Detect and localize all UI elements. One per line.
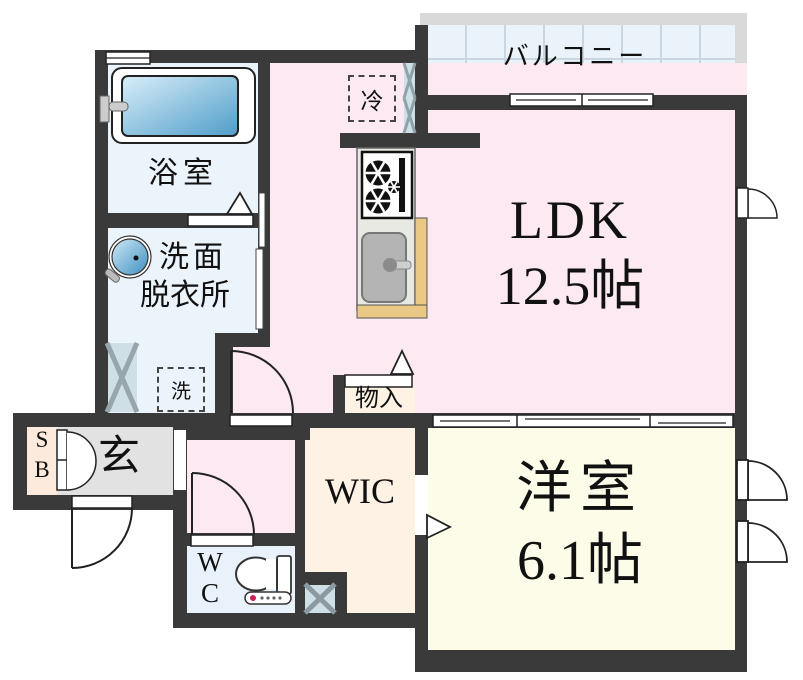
hall-floor [187, 427, 295, 533]
shoe-box-doors [56, 429, 97, 491]
entrance-label: 玄 [97, 434, 140, 480]
pipe-space-x-wic [303, 582, 337, 615]
wall-balcony-stub [415, 25, 428, 148]
shoe-box-label-line2: B [34, 457, 50, 482]
ldk-western-sliding-door [432, 414, 734, 428]
western-room-size: 6.1帖 [517, 530, 643, 592]
kitchen-sink-icon [361, 232, 412, 303]
wic-label: WIC [325, 471, 395, 511]
toilet-icon [235, 555, 292, 605]
washroom-label-line2: 脱衣所 [140, 279, 230, 312]
ldk-floor [270, 63, 747, 428]
wic-entry-arrow [426, 513, 453, 540]
stove-icon [360, 150, 414, 220]
ldk-label: LDK [510, 190, 630, 250]
wall-western-bottom [415, 650, 747, 672]
washbasin-icon [104, 235, 152, 283]
fridge-space: 冷 [348, 75, 396, 122]
pipe-space-x-washroom [104, 342, 140, 413]
wc-label-line1: W [197, 547, 223, 577]
wall-mid-bottom [173, 613, 428, 628]
storage-label: 物入 [355, 386, 403, 412]
bathroom-label: 浴室 [148, 157, 218, 190]
fridge-label: 冷 [360, 88, 384, 114]
western-room-floor [428, 428, 735, 650]
pipe-space-x-kitchen [402, 62, 417, 134]
storage-floor [345, 387, 415, 413]
pipe-space-kitchen [404, 63, 415, 133]
western-casement-window-2 [736, 520, 788, 563]
entrance-hall-opening [174, 430, 186, 490]
balcony-sliding-window [509, 93, 654, 107]
washer-space: 洗 [157, 367, 205, 412]
hall-ldk-door [229, 350, 294, 427]
storage-door [344, 348, 415, 388]
wall-entrance-left [13, 413, 27, 510]
shoe-box-label-line1: S [35, 427, 49, 452]
washroom-label-line1: 洗面 [159, 241, 227, 274]
balcony-label: バルコニー [502, 42, 648, 71]
entrance-door [71, 495, 133, 569]
wc-label-line2: C [200, 578, 219, 608]
wall-hall-right [295, 413, 305, 628]
washroom-sliding-door [255, 192, 266, 330]
wic-western-opening [415, 475, 428, 535]
western-room-label: 洋室 [516, 458, 644, 520]
bathroom-door [187, 191, 254, 227]
wall-wic-ps-right [335, 572, 347, 613]
wall-kitchen-stub [340, 133, 480, 148]
ldk-casement-window [736, 187, 778, 219]
wall-entrance-top [13, 413, 230, 427]
ldk-size: 12.5帖 [495, 256, 645, 316]
wall-storage-left [333, 375, 345, 413]
bathroom-window [105, 51, 151, 65]
washer-label: 洗 [171, 381, 191, 403]
wc-door [190, 472, 255, 547]
bathtub-icon [99, 67, 256, 144]
western-casement-window-1 [736, 459, 788, 501]
wall-left-upper [95, 50, 108, 425]
shoe-box [27, 427, 57, 495]
